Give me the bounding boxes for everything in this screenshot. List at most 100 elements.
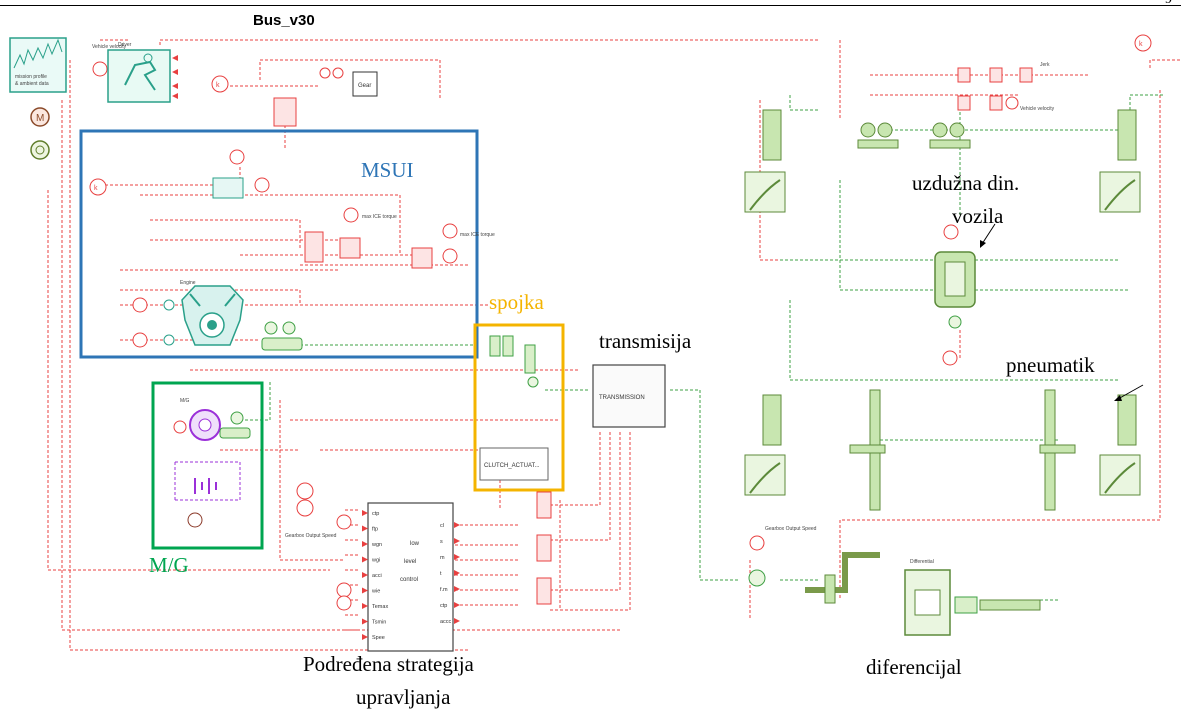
uzduzna-label-line1: uzdužna din. [912, 171, 1020, 195]
diferencijal-label: diferencijal [866, 655, 962, 679]
jerk-chain[interactable]: Jerk Vehicle velocity [957, 62, 1055, 112]
pneumatik-label: pneumatik [1006, 353, 1095, 377]
control-input-arrow [362, 541, 368, 547]
control-word-3: control [400, 577, 418, 583]
low-level-control-block[interactable]: low level control ctpftpwgnwgiacciwieTem… [362, 502, 460, 652]
top-rule [0, 5, 1181, 6]
gearbox-output-speed-label-left: Gearbox Output Speed [285, 533, 337, 539]
mode-icon-env[interactable] [30, 140, 50, 160]
control-input-arrow [362, 618, 368, 625]
mg-motor[interactable]: M/G [173, 398, 251, 441]
control-output-arrow [454, 522, 460, 528]
control-output-arrow [454, 618, 460, 624]
control-output-label: ctp [440, 603, 447, 609]
diagram-title: Bus_v30 [253, 12, 315, 29]
brake-units-top[interactable] [857, 122, 971, 149]
vehicle-body-block[interactable] [934, 224, 976, 366]
control-input-arrow [362, 525, 368, 532]
engine-block[interactable]: Engine [180, 280, 244, 346]
differential-label: Differential [910, 559, 934, 565]
control-input-arrow [362, 587, 368, 594]
gear-label: Gear [358, 83, 371, 89]
control-output-label: s [440, 539, 443, 545]
control-converters[interactable] [536, 491, 552, 605]
msui-label: MSUI [361, 158, 414, 182]
arrow-uzduzna [980, 223, 996, 248]
mg-battery[interactable] [174, 461, 241, 528]
control-input-label: Temax [372, 604, 388, 610]
svg-text:& ambient data: & ambient data [15, 81, 49, 87]
gearbox-output-speed-label-right: Gearbox Output Speed [765, 526, 817, 532]
driver-block[interactable]: Driver [107, 42, 178, 103]
msui-constant-k[interactable]: k [89, 178, 107, 196]
clutch-block[interactable] [489, 335, 539, 388]
control-input-label: wgn [371, 542, 382, 548]
axle-shafts[interactable] [849, 389, 1076, 511]
control-output-label: m [440, 555, 445, 561]
vehicle-velocity-sensor[interactable]: Vehicle velocity [92, 44, 127, 77]
control-input-arrow [362, 556, 368, 563]
signal-lines [47, 39, 1180, 651]
wheel-front-left[interactable] [744, 109, 786, 213]
max-ice-torque-label-2: max ICE torque [460, 232, 495, 238]
control-output-arrow [454, 586, 460, 592]
max-ice-torque-label-1: max ICE torque [362, 214, 397, 220]
control-input-label: ctp [372, 511, 379, 517]
clutch-actuator-block[interactable]: CLUTCH_ACTUAT... [479, 447, 549, 481]
clutch-actuator-label: CLUTCH_ACTUAT... [484, 463, 540, 469]
engine-inputs[interactable] [132, 297, 175, 348]
control-output-label: f.m [440, 587, 448, 593]
svg-text:M: M [36, 113, 44, 124]
control-input-arrow [362, 572, 368, 578]
control-output-arrow [454, 538, 460, 544]
propeller-shaft[interactable] [805, 552, 880, 604]
spojka-box [473, 323, 565, 492]
mission-profile-label: mission profile [15, 74, 47, 80]
mg-small-label: M/G [180, 398, 190, 404]
control-input-label: Spee [372, 635, 385, 641]
control-input-arrow [362, 510, 368, 516]
control-output-label: cl [440, 523, 444, 529]
constant-k-top[interactable]: k [211, 75, 229, 93]
control-output-label: accc [440, 619, 452, 625]
transmission-block[interactable]: TRANSMISSION [592, 364, 666, 428]
control-input-label: Tsmin [372, 620, 386, 626]
msui-box [79, 129, 479, 359]
engine-label: Engine [180, 280, 196, 286]
mode-icon-m[interactable]: M [30, 107, 50, 127]
max-ice-torque-block-1[interactable]: max ICE torque [304, 207, 397, 263]
top-converter[interactable] [273, 97, 297, 127]
mg-label: M/G [149, 553, 189, 577]
podredjena-label-line1: Podređena strategija [303, 652, 474, 676]
control-output-label: t [440, 571, 442, 577]
engine-output-shaft[interactable] [261, 321, 303, 351]
jerk-label: Jerk [1040, 62, 1050, 68]
vehicle-velocity-label: Vehicle velocity [92, 44, 127, 50]
top-right-constant[interactable]: k [1134, 34, 1152, 52]
mg-box [151, 381, 264, 550]
signal-constants-left[interactable]: Gearbox Output Speed [285, 482, 352, 611]
wheel-rear-right[interactable] [1099, 394, 1141, 496]
control-input-label: acci [372, 573, 382, 579]
uzduzna-label-line2: vozila [952, 204, 1004, 228]
wheel-front-right[interactable] [1099, 109, 1141, 213]
max-ice-torque-block-2[interactable]: max ICE torque [411, 223, 495, 269]
control-word-1: low [410, 541, 420, 547]
gearbox-output-speed-sensor[interactable]: Gearbox Output Speed [748, 526, 817, 587]
control-output-arrow [454, 602, 460, 608]
spojka-label: spojka [489, 290, 544, 314]
svg-text:k: k [94, 185, 98, 192]
mission-profile-block[interactable]: mission profile & ambient data [9, 37, 67, 93]
vehicle-velocity-label-right: Vehicle velocity [1020, 106, 1055, 112]
ice-map-block[interactable] [212, 149, 270, 199]
gear-block[interactable]: Gear [319, 67, 378, 97]
control-input-label: ftp [372, 527, 378, 533]
page-number: 9 [1165, 0, 1172, 8]
wheel-rear-left[interactable] [744, 394, 786, 496]
differential-block[interactable]: Differential [904, 559, 1041, 636]
control-input-label: wie [371, 589, 380, 595]
arrow-pneumatik [1114, 384, 1144, 401]
svg-text:k: k [216, 82, 220, 89]
